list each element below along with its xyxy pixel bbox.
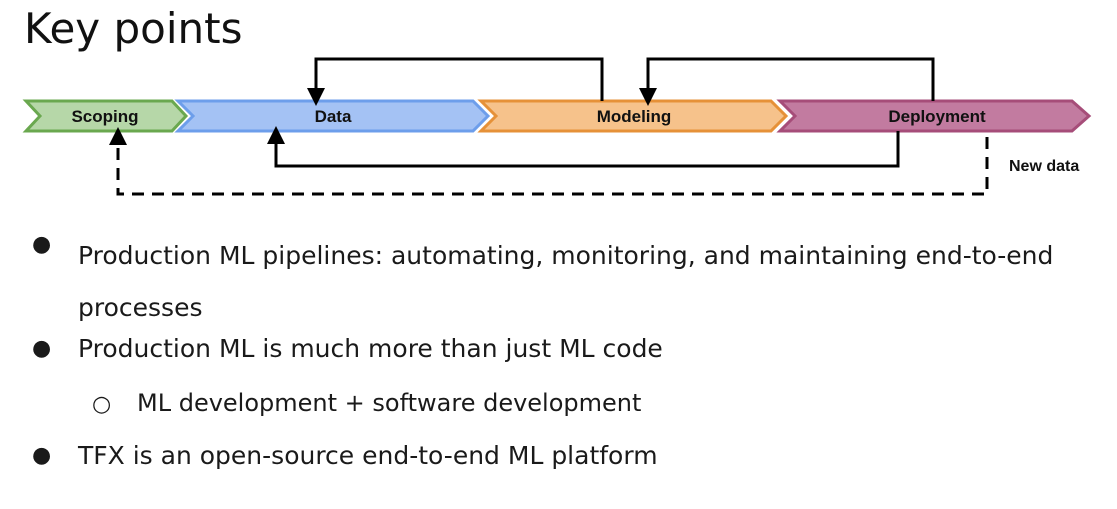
hollow-bullet-icon: ○ bbox=[92, 392, 112, 417]
feedback-arrow-new-data-to-scoping bbox=[109, 127, 989, 196]
feedback-arrow-deployment-to-modeling bbox=[639, 57, 935, 106]
bullet-icon: ● bbox=[32, 443, 52, 468]
sub-list-item: ○ ML development + software development bbox=[0, 381, 1117, 433]
list-item-text: Production ML is much more than just ML … bbox=[78, 334, 663, 363]
sub-list-item-text: ML development + software development bbox=[137, 389, 642, 417]
stage-data-label: Data bbox=[315, 107, 352, 126]
feedback-arrow-modeling-to-data bbox=[307, 57, 604, 106]
list-item: ● TFX is an open-source end-to-end ML pl… bbox=[0, 433, 1117, 485]
list-item: ● Production ML pipelines: automating, m… bbox=[0, 222, 1117, 326]
page-title: Key points bbox=[24, 4, 243, 53]
list-item-text: Production ML pipelines: automating, mon… bbox=[78, 241, 1054, 322]
stage-modeling-label: Modeling bbox=[597, 107, 672, 126]
stage-scoping: Scoping bbox=[22, 99, 189, 133]
key-points-list: ● Production ML pipelines: automating, m… bbox=[0, 222, 1117, 485]
stage-deployment-label: Deployment bbox=[888, 107, 986, 126]
bullet-icon: ● bbox=[32, 232, 52, 257]
stage-deployment: Deployment bbox=[776, 99, 1092, 133]
bullet-icon: ● bbox=[32, 336, 52, 361]
stage-data: Data bbox=[174, 99, 491, 133]
stage-scoping-label: Scoping bbox=[71, 107, 138, 126]
ml-lifecycle-diagram: Scoping Data Modeling Deployment New dat… bbox=[22, 57, 1092, 196]
stage-modeling: Modeling bbox=[477, 99, 789, 133]
new-data-label: New data bbox=[1009, 158, 1079, 175]
list-item: ● Production ML is much more than just M… bbox=[0, 326, 1117, 381]
list-item-text: TFX is an open-source end-to-end ML plat… bbox=[78, 441, 658, 470]
feedback-arrow-deployment-to-data bbox=[267, 126, 900, 168]
